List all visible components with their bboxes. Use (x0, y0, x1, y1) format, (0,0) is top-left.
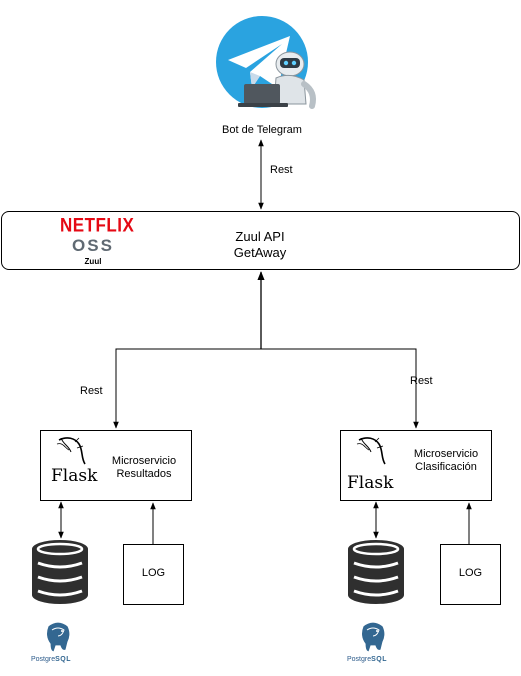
log-box-clasificacion: LOG (440, 544, 501, 605)
postgresql-elephant-icon (45, 621, 71, 653)
microservice-resultados-box: Flask Microservicio Resultados (40, 430, 192, 501)
postgresql-elephant-icon (360, 621, 386, 653)
netflix-wordmark: NETFLIX (60, 214, 135, 237)
postgresql-suffix: SQL (55, 656, 72, 663)
flask-wordmark: Flask (51, 466, 98, 486)
netflix-oss-logo: NETFLIX OSS Zuul (60, 214, 135, 266)
gateway-text: Zuul API GetAway (200, 229, 320, 261)
microservice-clasificacion-box: Flask Microservicio Clasificación (340, 430, 492, 501)
postgresql-wordmark: PostgreSQL (31, 656, 71, 663)
edge-label-telegram-gateway: Rest (270, 164, 293, 176)
gateway-box: NETFLIX OSS Zuul Zuul API GetAway (1, 211, 520, 270)
microservice-resultados-line1: Microservicio (111, 455, 177, 467)
edge-label-gateway-resultados: Rest (80, 385, 103, 397)
flask-logo-icon (56, 437, 86, 465)
oss-wordmark: OSS (72, 236, 114, 255)
flask-logo-icon (356, 437, 386, 465)
microservice-resultados-line2: Resultados (116, 468, 172, 480)
gateway-subtitle: GetAway (233, 245, 287, 260)
edge-label-gateway-clasificacion: Rest (410, 375, 433, 387)
flask-wordmark: Flask (347, 473, 394, 493)
database-icon (348, 540, 404, 604)
microservice-resultados-label: Microservicio Resultados (99, 455, 189, 481)
telegram-robot-icon (216, 16, 316, 109)
microservice-clasificacion-line1: Microservicio (413, 448, 479, 460)
postgresql-prefix: Postgre (347, 656, 372, 663)
database-icon (32, 540, 88, 604)
postgresql-suffix: SQL (371, 656, 388, 663)
postgresql-wordmark: PostgreSQL (347, 656, 387, 663)
zuul-caption: Zuul (84, 257, 102, 266)
telegram-label: Bot de Telegram (222, 124, 302, 136)
edge-gateway-resultados (113, 348, 261, 429)
microservice-clasificacion-line2: Clasificación (415, 461, 477, 473)
edge-gateway-clasificacion (261, 348, 419, 429)
microservice-clasificacion-label: Microservicio Clasificación (401, 448, 491, 474)
log-label: LOG (141, 567, 166, 579)
log-box-resultados: LOG (123, 544, 184, 605)
gateway-title: Zuul API (235, 229, 285, 244)
postgresql-prefix: Postgre (31, 656, 56, 663)
log-label: LOG (458, 567, 483, 579)
